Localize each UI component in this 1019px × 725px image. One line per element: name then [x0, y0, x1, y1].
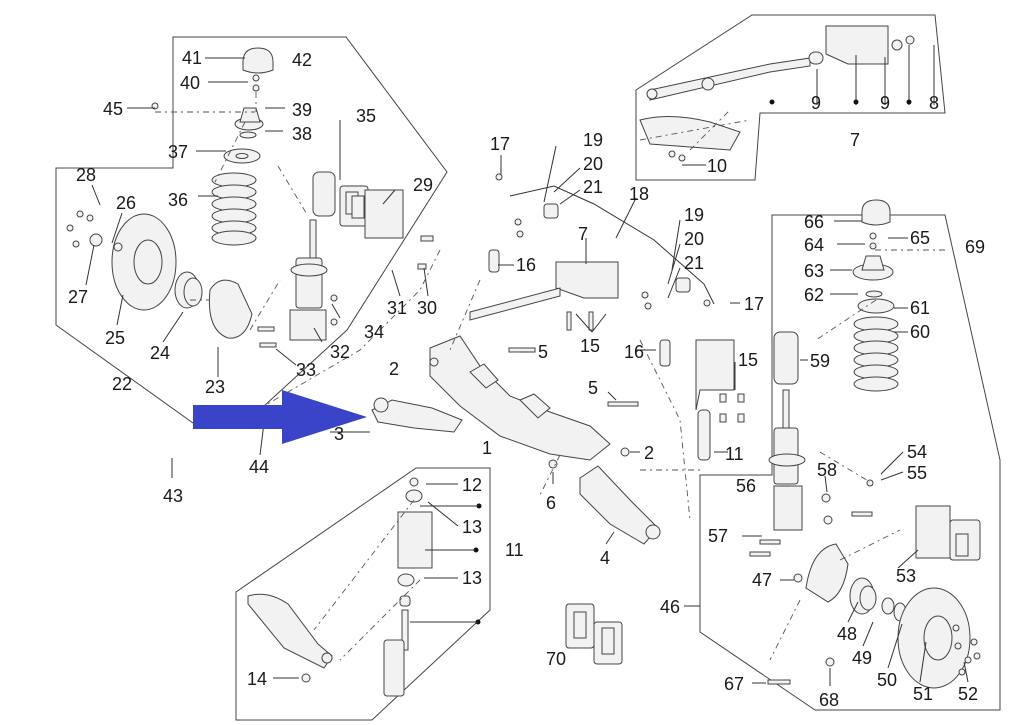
- label-65: 65: [910, 228, 930, 248]
- label-49: 49: [852, 648, 872, 668]
- group-box-rear-crossmember: [635, 14, 946, 181]
- label-70: 70: [546, 649, 566, 669]
- label-4: 4: [600, 548, 610, 568]
- label-14: 14: [247, 669, 267, 689]
- label-5b: 5: [588, 378, 598, 398]
- label-13a: 13: [462, 517, 482, 537]
- label-46: 46: [660, 597, 680, 617]
- label-11b: 11: [505, 540, 524, 560]
- label-53: 53: [896, 566, 916, 586]
- label-43: 43: [163, 486, 183, 506]
- label-54: 54: [907, 442, 927, 462]
- label-37: 37: [168, 142, 188, 162]
- label-10: 10: [707, 156, 727, 176]
- label-64: 64: [804, 235, 824, 255]
- label-56: 56: [736, 476, 756, 496]
- right-strut-group: [749, 199, 981, 689]
- label-34: 34: [364, 322, 384, 342]
- label-63: 63: [804, 261, 824, 281]
- label-23: 23: [205, 377, 225, 397]
- label-19a: 19: [583, 130, 603, 150]
- label-17b: 17: [744, 294, 764, 314]
- label-60: 60: [910, 322, 930, 342]
- label-69: 69: [965, 237, 985, 257]
- label-2a: 2: [389, 359, 399, 379]
- leader-lines: [85, 45, 969, 686]
- label-21b: 21: [684, 253, 704, 273]
- label-22: 22: [112, 374, 132, 394]
- label-17a: 17: [490, 134, 510, 154]
- label-36: 36: [168, 190, 188, 210]
- label-15a: 15: [580, 336, 600, 356]
- label-39: 39: [292, 100, 312, 120]
- label-7b: 7: [850, 130, 860, 150]
- rear-crossmember-group: [639, 25, 915, 162]
- label-40: 40: [180, 73, 200, 93]
- label-9a: 9: [811, 93, 821, 113]
- label-38: 38: [292, 124, 312, 144]
- label-35: 35: [356, 106, 376, 126]
- label-1: 1: [482, 438, 492, 458]
- label-9b: 9: [880, 93, 890, 113]
- callout-labels: 41 42 40 45 39 38 37 35 36 28 26 29 27 2…: [68, 48, 985, 710]
- label-33: 33: [296, 360, 316, 380]
- coil-spring-right: [853, 316, 899, 392]
- label-13b: 13: [462, 568, 482, 588]
- label-59: 59: [810, 351, 830, 371]
- label-66: 66: [804, 212, 824, 232]
- label-30: 30: [417, 298, 437, 318]
- label-50: 50: [877, 670, 897, 690]
- rear-strut-group: [247, 477, 433, 697]
- label-26: 26: [116, 193, 136, 213]
- label-16b: 16: [624, 342, 644, 362]
- label-28: 28: [76, 165, 96, 185]
- label-20b: 20: [684, 229, 704, 249]
- label-16a: 16: [516, 255, 536, 275]
- label-6: 6: [546, 493, 556, 513]
- label-57: 57: [708, 526, 728, 546]
- label-58: 58: [817, 460, 837, 480]
- coil-spring-left: [211, 172, 257, 246]
- label-52: 52: [958, 684, 978, 704]
- brake-pads: [565, 603, 623, 665]
- leader-dots: [410, 99, 912, 625]
- label-67: 67: [724, 674, 744, 694]
- label-45: 45: [103, 99, 123, 119]
- front-subframe: [371, 173, 745, 545]
- arrow-right-icon: [193, 390, 367, 444]
- label-62: 62: [804, 285, 824, 305]
- label-8: 8: [929, 93, 939, 113]
- label-2b: 2: [644, 443, 654, 463]
- label-3: 3: [334, 424, 344, 444]
- label-19b: 19: [684, 205, 704, 225]
- label-15b: 15: [738, 350, 758, 370]
- group-box-rear-strut: [235, 467, 491, 721]
- left-strut-group: [66, 47, 434, 348]
- label-55: 55: [907, 463, 927, 483]
- label-25: 25: [105, 328, 125, 348]
- label-5a: 5: [538, 342, 548, 362]
- label-47: 47: [752, 570, 772, 590]
- label-7a: 7: [578, 224, 588, 244]
- label-41: 41: [182, 48, 202, 68]
- label-61: 61: [910, 298, 930, 318]
- label-27: 27: [68, 287, 88, 307]
- label-31: 31: [387, 298, 407, 318]
- label-51: 51: [913, 684, 933, 704]
- label-18: 18: [629, 184, 649, 204]
- label-12: 12: [462, 475, 482, 495]
- group-box-front-right-strut: [699, 214, 1001, 711]
- connection-lines: [155, 92, 945, 661]
- label-44: 44: [249, 457, 269, 477]
- label-24: 24: [150, 343, 170, 363]
- label-32: 32: [330, 342, 350, 362]
- label-21a: 21: [583, 177, 603, 197]
- label-29: 29: [413, 175, 433, 195]
- label-48: 48: [837, 624, 857, 644]
- label-11a: 11: [725, 444, 744, 464]
- label-20a: 20: [583, 154, 603, 174]
- label-68: 68: [819, 690, 839, 710]
- label-42: 42: [292, 50, 312, 70]
